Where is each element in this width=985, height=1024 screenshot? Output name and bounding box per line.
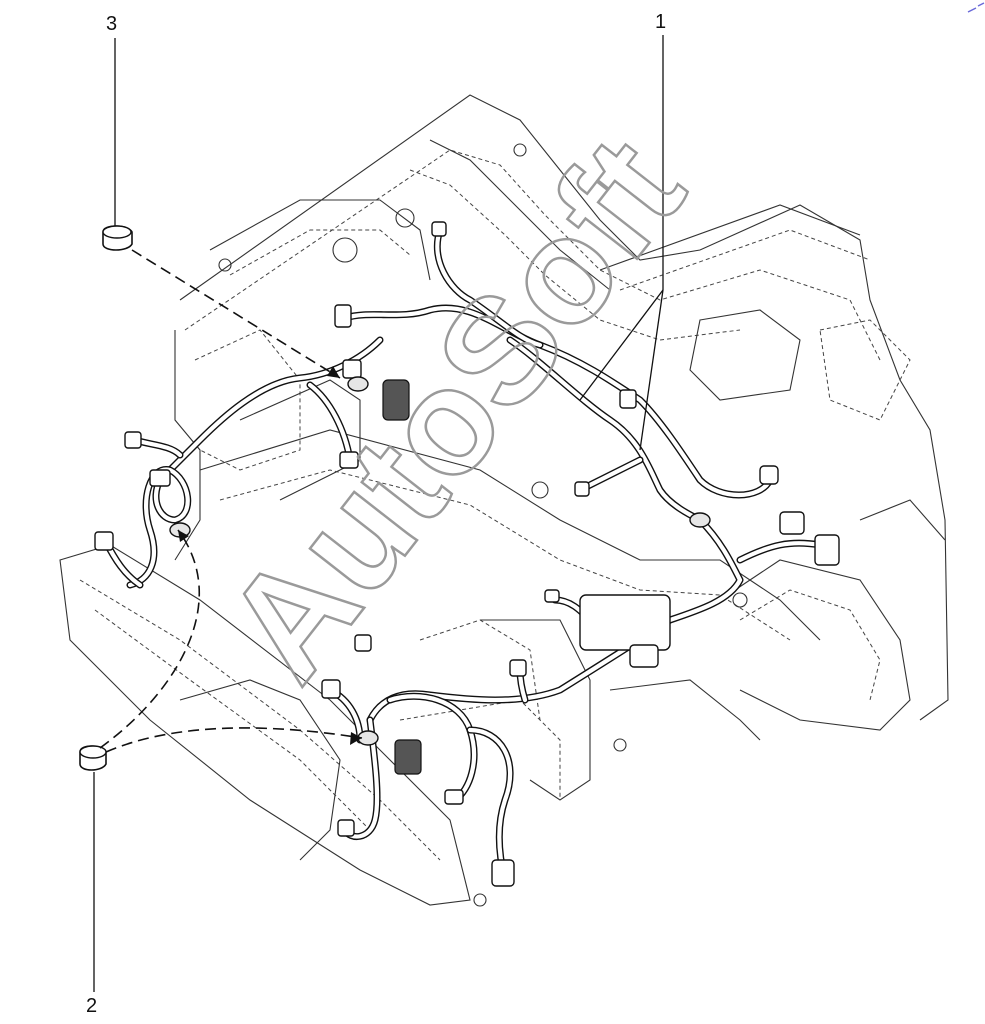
assembly-arrow-2a (99, 529, 201, 749)
callout-3-label: 3 (106, 13, 117, 35)
assembly-arrow-3 (131, 249, 341, 379)
grommet-part-2 (79, 745, 107, 771)
harness-connectors (94, 221, 840, 887)
installed-grommets (169, 376, 711, 746)
callout-2: 2 (86, 772, 97, 1017)
grommet-part-3 (102, 225, 133, 251)
corner-mark-icon (967, 2, 985, 13)
callout-1-label: 1 (655, 11, 666, 33)
vehicle-body-structure (59, 94, 949, 907)
callout-1: 1 (579, 11, 666, 451)
callout-3: 3 (106, 13, 117, 226)
callout-2-label: 2 (86, 995, 97, 1017)
callout-1-leader-branch-b (639, 289, 664, 451)
engine-wiring-harness (101, 226, 824, 884)
callout-1-leader-branch-a (579, 289, 664, 401)
assembly-arrow-2b (105, 727, 363, 753)
